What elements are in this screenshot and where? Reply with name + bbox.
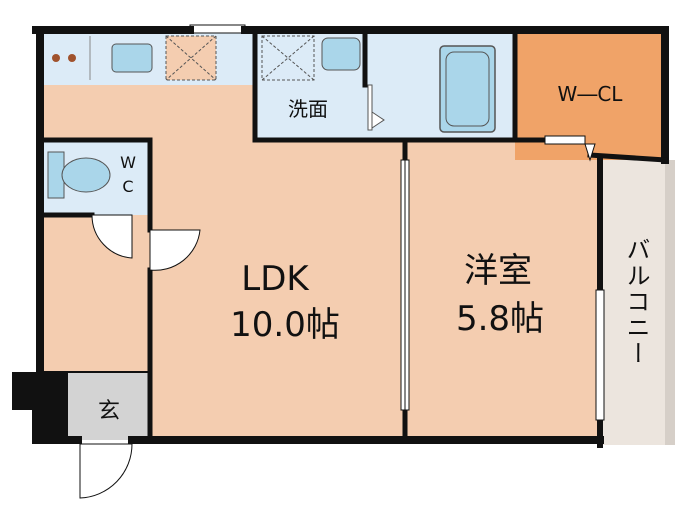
front-door-swing (79, 443, 133, 499)
entrance-wall-notch (12, 410, 32, 444)
closet-door-swing (584, 143, 596, 162)
toilet-label-w: W (120, 153, 136, 172)
ldk-size: 10.0帖 (230, 305, 340, 345)
bathroom-door-swing (371, 111, 385, 129)
ldk-label: LDK (241, 259, 310, 299)
fridge-cross (165, 35, 217, 81)
kitchen-sink-icon (111, 43, 153, 73)
bedroom-floor (405, 140, 600, 440)
washroom-label: 洗面 (288, 97, 328, 121)
stove-burner-icon (52, 54, 60, 62)
wash-basin-icon (321, 37, 361, 71)
bathtub-inner (445, 51, 490, 127)
bedroom-label: 洋室 (464, 251, 532, 291)
balcony-edge (665, 160, 675, 445)
stove-burner-icon (68, 54, 76, 62)
washer-cross (261, 35, 315, 81)
balcony-window (595, 289, 605, 421)
toilet-door-swing (91, 214, 133, 259)
hall-door-swing (149, 229, 201, 271)
fridge-cross (165, 35, 217, 81)
toilet-label-c: C (122, 177, 133, 196)
toilet-bowl-icon (61, 157, 111, 193)
entrance-floor (68, 372, 150, 440)
washroom-curtain (367, 84, 373, 131)
balcony-floor (600, 160, 665, 445)
closet-label: W―CL (558, 82, 624, 106)
bedroom-size: 5.8帖 (456, 299, 544, 339)
washer-cross (261, 35, 315, 81)
balcony-label: バルコニー (622, 237, 650, 367)
window (189, 24, 246, 34)
entrance-label: 玄 (98, 399, 120, 424)
closet-door (544, 135, 586, 145)
